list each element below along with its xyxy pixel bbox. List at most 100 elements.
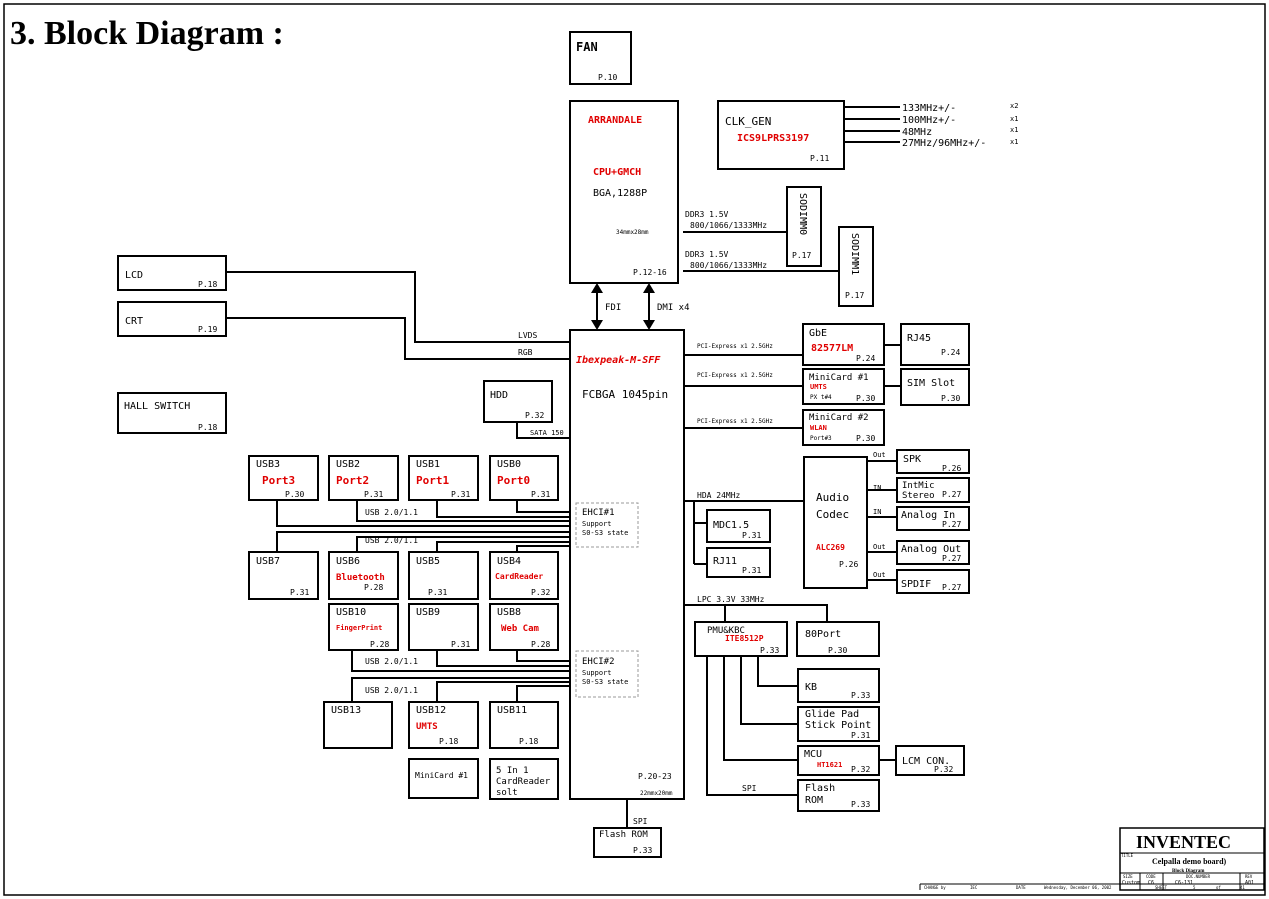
pch-package: FCBGA 1045pin — [582, 388, 668, 401]
ain-page: P.27 — [942, 520, 961, 529]
mcu-name: MCU — [804, 749, 822, 760]
wires — [226, 106, 901, 828]
glide-name1: Glide Pad — [805, 709, 859, 720]
usb9-page: P.31 — [451, 640, 470, 649]
ehci1-l1: Support — [582, 520, 612, 528]
intmic-dir: IN — [873, 484, 881, 492]
fan-page: P.10 — [598, 73, 617, 82]
usb11-block: USB11 P.18 — [489, 701, 559, 749]
usb5-block: USB5 P.31 — [408, 551, 479, 600]
date-label: DATE — [1016, 885, 1026, 890]
pmu-kbc-block: PMU&KBC ITE8512P P.33 — [694, 621, 788, 657]
pmu-name: PMU&KBC — [707, 626, 745, 636]
clk-mult-1: x1 — [1010, 115, 1018, 123]
usb3-page: P.30 — [285, 490, 304, 499]
sheet-value: 5 — [1193, 885, 1196, 890]
cpu-size: 34mmx28mm — [616, 229, 649, 236]
cpu-name: ARRANDALE — [588, 115, 642, 126]
usb13-block: USB13 — [323, 701, 393, 749]
usb13-name: USB13 — [331, 705, 361, 716]
crt-block: CRT P.19 RGB — [117, 301, 533, 357]
usb2-label: Port2 — [336, 474, 369, 487]
pmu-part: ITE8512P — [725, 634, 764, 643]
usb8-page: P.28 — [531, 640, 550, 649]
spk-page: P.26 — [942, 464, 961, 473]
glide-page: P.31 — [851, 731, 870, 740]
mc1-name: MiniCard #1 — [809, 373, 869, 383]
flashb-page: P.33 — [633, 846, 652, 855]
mc2-name: MiniCard #2 — [809, 413, 869, 423]
lpc-label: LPC 3.3V 33MHz — [697, 595, 765, 604]
sodimm1-name: SODIMM1 — [849, 233, 860, 275]
lcm-con-block: LCM CON. P.32 — [895, 745, 965, 776]
mc2-page: P.30 — [856, 434, 875, 443]
intmic-name1: IntMic — [902, 481, 935, 491]
dmi-label: DMI x4 — [657, 303, 690, 313]
cardreader-l1: 5 In 1 — [496, 766, 529, 776]
glide-name2: Stick Point — [805, 720, 871, 731]
lcmcon-name: LCM CON. — [902, 756, 950, 767]
hdd-block: HDD P.32 SATA 150 — [483, 380, 564, 437]
rj11-block: RJ11 P.31 — [706, 547, 771, 578]
clk-freq-1: 100MHz+/- — [902, 115, 956, 126]
flashb-name: Flash ROM — [599, 830, 648, 840]
size-value: Custom — [1122, 880, 1140, 886]
intmic-name2: Stereo — [902, 491, 935, 501]
usb8-name: USB8 — [497, 607, 521, 618]
minicard1-usb-block: MiniCard #1 — [408, 758, 479, 799]
sodimm1-bus1: DDR3 1.5V — [685, 250, 729, 259]
gbe-part: 82577LM — [811, 343, 853, 354]
mc1-page: P.30 — [856, 394, 875, 403]
usb6-page: P.28 — [364, 583, 383, 592]
clk-page: P.11 — [810, 154, 829, 163]
rev-label: REV — [1245, 874, 1253, 879]
mcu-block: MCU HT1621 P.32 — [797, 745, 880, 776]
sodimm0-page: P.17 — [792, 251, 811, 260]
sata-label: SATA 150 — [530, 429, 564, 437]
spdif-dir: Out — [873, 571, 886, 579]
usb12-block: USB12 UMTS P.18 — [408, 701, 479, 749]
aout-dir: Out — [873, 543, 886, 551]
ain-dir: IN — [873, 508, 881, 516]
sheet-title: Block Diagram — [1172, 869, 1205, 874]
usb1-block: USB1 Port1 P.31 — [408, 455, 479, 501]
usb9-name: USB9 — [416, 607, 440, 618]
code-label: CODE — [1146, 874, 1156, 879]
usb2-page: P.31 — [364, 490, 383, 499]
size-label: SIZE — [1123, 874, 1133, 879]
usb9-block: USB9 P.31 — [408, 603, 479, 651]
pch-page: P.20-23 — [638, 772, 672, 781]
kb-name: KB — [805, 682, 817, 693]
usb5-page: P.31 — [428, 588, 447, 597]
mcu-part: HT1621 — [817, 761, 842, 769]
project-name: Celpalla demo board) — [1152, 857, 1227, 866]
usb-bus-label-1: USB 2.0/1.1 — [365, 508, 418, 517]
ehci2-l2: S0-S3 state — [582, 678, 628, 686]
clk-name: CLK_GEN — [725, 115, 771, 128]
port80-name: 80Port — [805, 629, 841, 640]
mdc-name: MDC1.5 — [713, 520, 749, 531]
spi-bottom-label: SPI — [633, 817, 648, 826]
usb1-label: Port1 — [416, 474, 449, 487]
usb-bus-label-4: USB 2.0/1.1 — [365, 686, 418, 695]
usb4-page: P.32 — [531, 588, 550, 597]
fan-block: FAN P.10 — [569, 31, 632, 85]
usb8-label: Web Cam — [501, 624, 540, 634]
sodimm1-page: P.17 — [845, 291, 864, 300]
ehci2-l1: Support — [582, 669, 612, 677]
usb2-block: USB2 Port2 P.31 — [328, 455, 399, 501]
gbe-name: GbE — [809, 328, 827, 339]
audio-name2: Codec — [816, 508, 849, 521]
rgb-label: RGB — [518, 348, 533, 357]
usb12-name: USB12 — [416, 705, 446, 716]
usb6-name: USB6 — [336, 556, 360, 567]
sodimm0-bus2: 800/1066/1333MHz — [690, 221, 767, 230]
ehci2-box — [575, 650, 639, 698]
usb0-block: USB0 Port0 P.31 — [489, 455, 559, 501]
usb10-label: FingerPrint — [336, 624, 382, 632]
total-value: 41 — [1240, 885, 1245, 890]
flash-rom-bottom-block: Flash ROM P.33 SPI — [593, 817, 662, 858]
usb7-page: P.31 — [290, 588, 309, 597]
kb-block: KB P.33 — [797, 668, 880, 703]
crt-page: P.19 — [198, 325, 217, 334]
